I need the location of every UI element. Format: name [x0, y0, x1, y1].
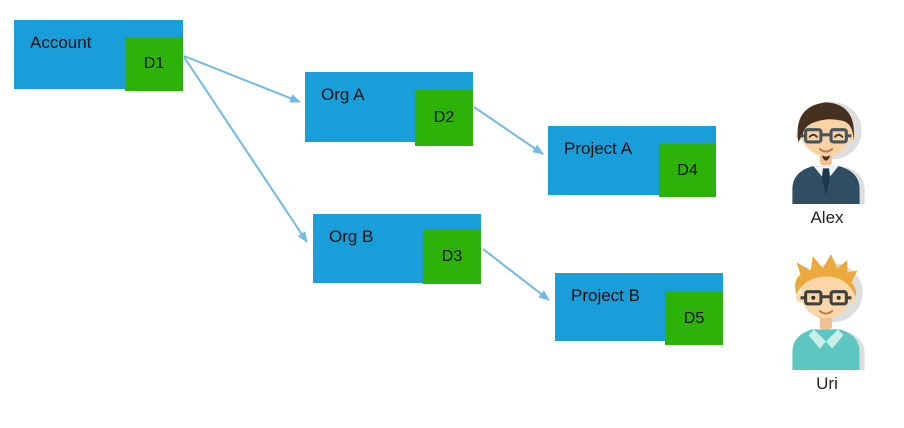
badge-d4: D4: [659, 144, 716, 197]
node-account-label: Account: [30, 33, 92, 52]
badge-d1: D1: [125, 37, 183, 91]
badge-d2: D2: [415, 90, 473, 146]
edge-d3-to-project-b: [482, 248, 550, 301]
avatar-uri-icon: [792, 254, 865, 370]
edge-d1-to-org-b: [183, 56, 308, 243]
node-project-a-label: Project A: [564, 139, 633, 158]
user-card-alex: Alex: [777, 90, 877, 228]
node-org-a: Org A D2: [305, 72, 473, 146]
node-project-b: Project B D5: [555, 273, 723, 345]
user-name-label: Uri: [816, 374, 838, 393]
node-account: Account D1: [14, 20, 183, 91]
user-name-label: Alex: [810, 208, 844, 227]
node-org-a-label: Org A: [321, 85, 365, 104]
node-org-b-label: Org B: [329, 227, 374, 246]
avatar-alex-icon: [792, 102, 865, 204]
node-project-b-label: Project B: [571, 286, 640, 305]
user-card-uri: Uri: [777, 250, 877, 394]
badge-d3: D3: [423, 230, 481, 284]
edge-d1-to-org-a: [183, 55, 301, 103]
node-org-b: Org B D3: [313, 214, 481, 284]
edge-d2-to-project-a: [473, 106, 544, 155]
node-project-a: Project A D4: [548, 126, 716, 197]
badge-d5: D5: [665, 292, 723, 345]
